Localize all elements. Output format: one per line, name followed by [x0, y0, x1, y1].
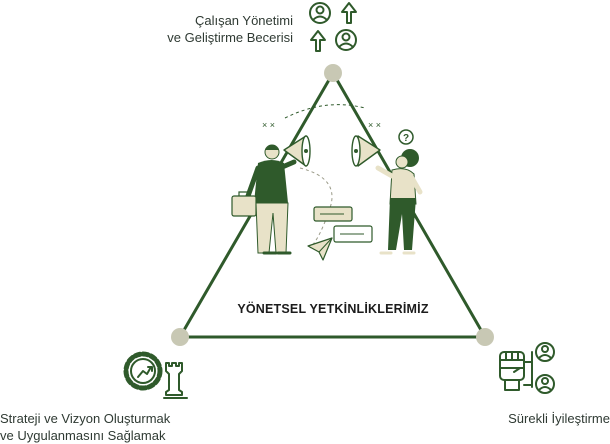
left-node-dot	[171, 328, 189, 346]
center-title: YÖNETSEL YETKİNLİKLERİMİZ	[237, 302, 429, 316]
triangle-outline	[178, 71, 487, 339]
left-label-line-1: Strateji ve Vizyon Oluşturmak	[0, 411, 171, 426]
top-node-dot	[324, 64, 342, 82]
svg-text:× ×: × ×	[262, 120, 275, 130]
top-label-line-2: ve Geliştirme Becerisi	[167, 30, 293, 45]
right-node-dot	[476, 328, 494, 346]
right-node-label: Sürekli İyileştirme	[508, 410, 610, 427]
people-up-arrows-icon	[309, 2, 357, 52]
svg-text:?: ?	[403, 133, 409, 144]
fist-people-icon	[499, 342, 555, 394]
left-label-line-2: ve Uygulanmasını Sağlamak	[0, 428, 166, 443]
left-node-label: Strateji ve Vizyon Oluşturmak ve Uygulan…	[0, 410, 170, 444]
svg-text:× ×: × ×	[368, 120, 381, 130]
top-node-label: Çalışan Yönetimi ve Geliştirme Becerisi	[167, 12, 293, 46]
right-label-line-1: Sürekli İyileştirme	[508, 411, 610, 426]
top-label-line-1: Çalışan Yönetimi	[194, 13, 293, 28]
gear-chess-rook-icon	[123, 351, 188, 399]
two-people-with-megaphones-illustration: × × × × ?	[231, 104, 423, 261]
